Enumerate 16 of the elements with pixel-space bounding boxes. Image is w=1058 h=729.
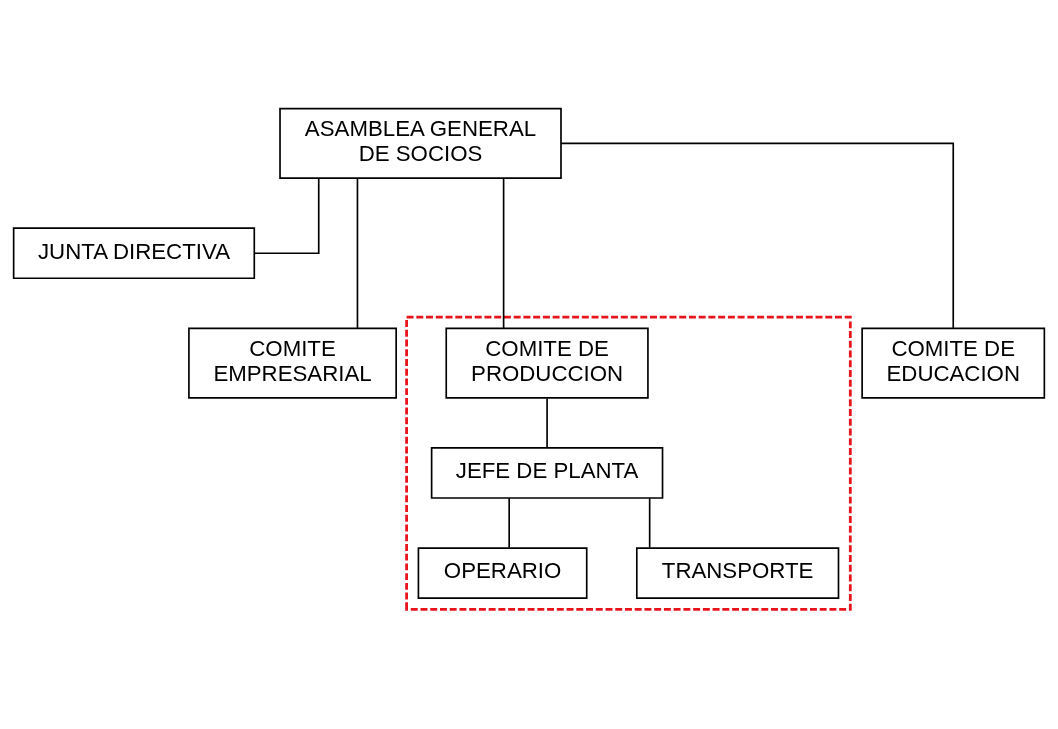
node-box: TRANSPORTE <box>635 547 840 599</box>
connector <box>648 497 651 549</box>
connector <box>560 142 955 330</box>
connector <box>546 397 548 449</box>
connector <box>502 177 505 329</box>
cluster <box>405 315 852 611</box>
node-box: JEFE DE PLANTA <box>430 447 664 499</box>
node-box: JUNTA DIRECTIVA <box>12 227 256 280</box>
node-box: COMITE DE EDUCACION <box>861 327 1046 399</box>
connector <box>253 177 320 255</box>
node-box: COMITE EMPRESARIAL <box>188 327 397 399</box>
node-box: ASAMBLEA GENERAL DE SOCIOS <box>279 107 562 179</box>
node-box: OPERARIO <box>417 547 588 599</box>
node-box: COMITE DE PRODUCCION <box>445 327 649 399</box>
connector <box>508 497 510 549</box>
connector <box>356 177 359 329</box>
